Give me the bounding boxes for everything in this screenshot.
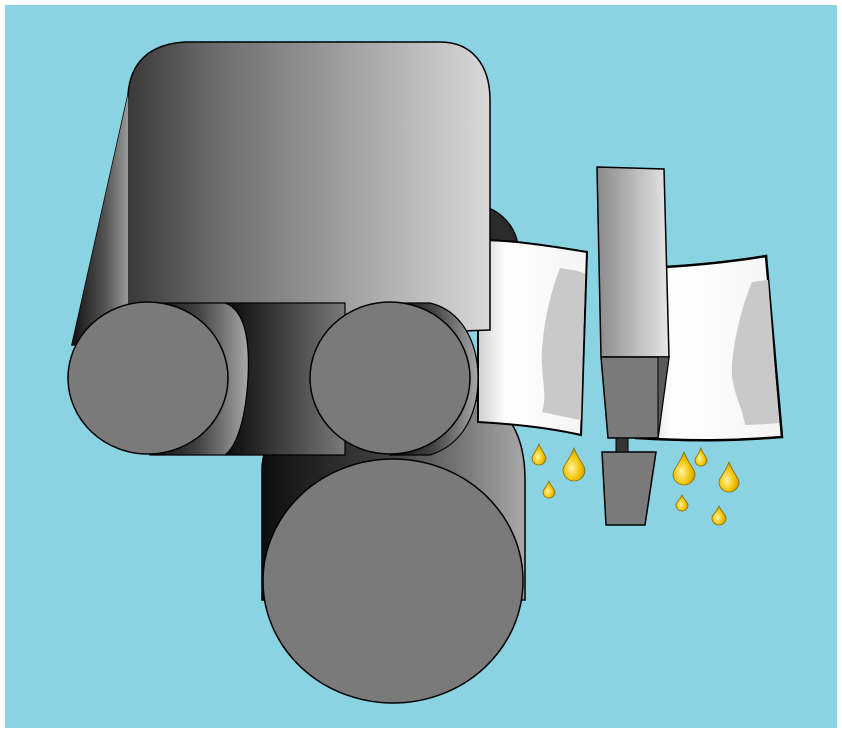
lubricant-droplet [672,450,696,486]
lubricant-droplet [718,460,740,493]
lubricant-droplet [562,446,586,482]
lubricant-droplet [675,494,689,512]
lubricant-droplet [711,504,727,526]
blade-lower-edge [601,451,657,526]
upper-left-roller [67,301,249,456]
metal-sheet-entry [477,238,589,437]
upper-left-roller-face [67,301,229,455]
upper-right-roller-face [309,301,471,455]
lower-roller-face [262,458,524,704]
sheet-exit-shading [731,280,779,425]
roller-housing [71,41,491,346]
sheet-entry-shading [541,268,585,420]
lubricant-droplets [531,442,740,526]
lubricant-droplet [531,442,547,466]
metal-sheet-exit [634,254,784,442]
lubricant-droplet [542,479,556,499]
upper-right-roller [309,301,479,456]
cutting-blade [596,166,670,526]
lubricant-droplet [694,446,708,467]
